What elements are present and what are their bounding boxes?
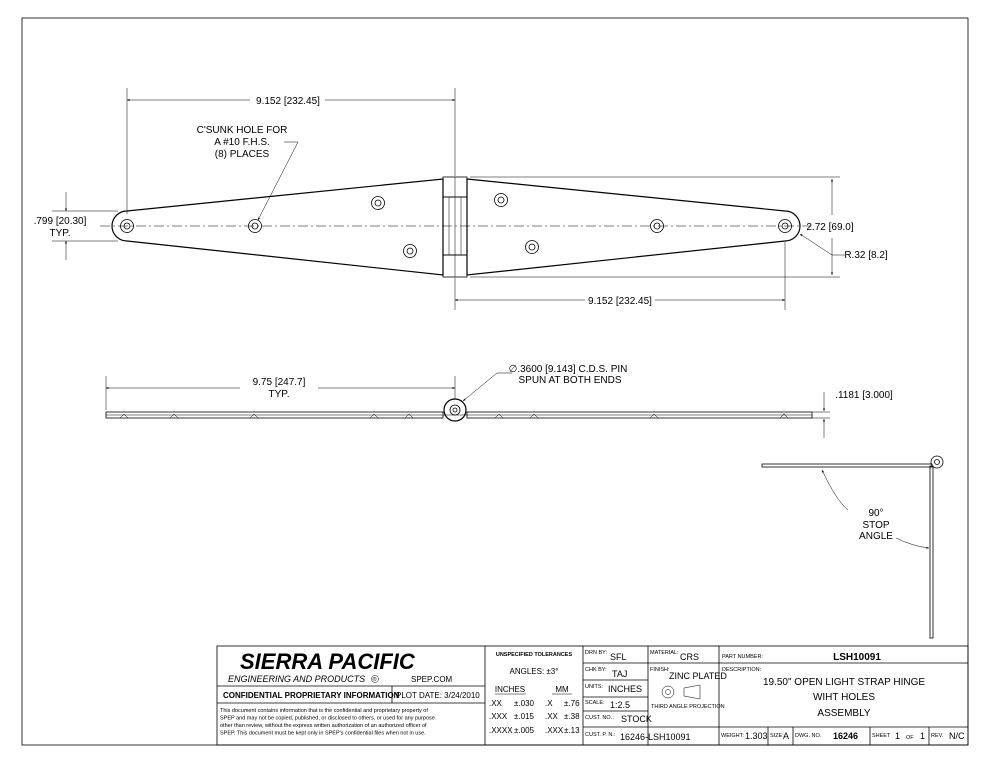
company-name: SIERRA PACIFIC — [240, 649, 416, 674]
title-block: SIERRA PACIFIC ENGINEERING AND PRODUCTS … — [216, 645, 969, 746]
cust-no-value: STOCK — [621, 714, 652, 724]
note-pin-line1: ∅.3600 [9.143] C.D.S. PIN — [509, 364, 628, 375]
company-website: SPEP.COM — [411, 675, 453, 684]
finish-label: FINISH: — [650, 667, 670, 673]
weight-value: 1.303 — [745, 731, 768, 741]
company-subtitle: ENGINEERING AND PRODUCTS — [228, 674, 365, 684]
weight-label: WEIGHT: — [721, 733, 744, 739]
rev-label: REV. — [931, 733, 944, 739]
dim-left-length: 9.152 [232.45] — [256, 96, 320, 107]
tol-mm-fmt-1: .X — [545, 699, 553, 708]
confidential-text-3: other than review, without the express w… — [220, 723, 427, 729]
note-stop-line1: 90° — [868, 508, 883, 519]
registered-mark: ® — [373, 676, 377, 683]
rev-value: N/C — [949, 731, 965, 741]
material-value: CRS — [680, 652, 699, 662]
dim-thickness: .1181 [3.000] — [835, 390, 893, 401]
hole-icon — [778, 219, 792, 233]
note-pin-line2: SPUN AT BOTH ENDS — [519, 375, 622, 386]
hole-icon — [650, 219, 664, 233]
tol-in-fmt-1: .XX — [489, 699, 503, 708]
tol-in-val-3: ±.005 — [514, 726, 535, 735]
units-label: UNITS: — [585, 684, 604, 690]
sheet-total: 1 — [920, 731, 925, 741]
projection-label: THIRD ANGLE PROJECTION — [651, 704, 725, 710]
size-value: A — [783, 731, 789, 741]
of-label: OF — [906, 735, 914, 741]
tol-in-fmt-3: .XXXX — [489, 726, 513, 735]
sheet-value: 1 — [895, 731, 900, 741]
pin-knuckle — [443, 398, 467, 422]
sheet-border — [21, 17, 969, 746]
tol-mm-val-1: ±.76 — [564, 699, 580, 708]
description-line-3: ASSEMBLY — [817, 708, 870, 719]
note-stop-line2: STOP — [862, 520, 889, 531]
finish-value: ZINC PLATED — [669, 671, 727, 681]
tol-mm-fmt-3: .XXX — [545, 726, 564, 735]
description-line-1: 19.50" OPEN LIGHT STRAP HINGE — [763, 677, 925, 688]
third-angle-projection-icon — [661, 684, 701, 700]
tol-mm-fmt-2: .XX — [545, 712, 559, 721]
chk-by: TAJ — [612, 669, 627, 679]
note-stop-line3: ANGLE — [859, 531, 893, 542]
hole-icon — [525, 240, 539, 254]
tolerances-title: UNSPECIFIED TOLERANCES — [496, 652, 573, 658]
hole-icon — [494, 193, 508, 207]
tol-in-val-1: ±.030 — [514, 699, 535, 708]
confidential-text-2: SPEP and may not be copied, published, o… — [220, 716, 435, 722]
material-label: MATERIAL: — [650, 650, 679, 656]
dim-right-length: 9.152 [232.45] — [588, 296, 652, 307]
top-view: 9.152 [232.45] C'SUNK HOLE FOR A #10 F.H… — [34, 88, 888, 310]
hole-icon — [371, 196, 385, 210]
tol-in-fmt-2: .XXX — [489, 712, 508, 721]
hole-icon — [403, 244, 417, 258]
dwg-no-label: DWG. NO. — [795, 733, 822, 739]
countersunk-holes — [120, 193, 792, 258]
tol-mm-val-3: ±.13 — [564, 726, 580, 735]
units-value: INCHES — [608, 684, 642, 694]
part-number-value: LSH10091 — [833, 652, 881, 663]
note-hole-line2: A #10 F.H.S. — [214, 137, 270, 148]
plot-date: PLOT DATE: 3/24/2010 — [396, 691, 480, 700]
tolerances-angles: ANGLES: ±3° — [510, 667, 559, 676]
description-line-2: WIHT HOLES — [813, 692, 875, 703]
part-number-label: PART NUMBER: — [722, 654, 763, 660]
confidential-text-1: This document contains information that … — [220, 708, 428, 714]
tol-mm-val-2: ±.38 — [564, 712, 580, 721]
chk-by-label: CHK BY: — [585, 667, 607, 673]
side-view: 9.75 [247.7] TYP. ∅.3600 [9.143] C.D.S. … — [105, 364, 893, 438]
cust-no-label: CUST. NO.: — [585, 715, 614, 721]
scale-value: 1:2.5 — [610, 700, 630, 710]
left-leaf-outline — [111, 178, 444, 276]
dim-side-length: 9.75 [247.7] — [253, 377, 306, 388]
tol-inches-header: INCHES — [495, 685, 525, 694]
hole-icon — [248, 219, 262, 233]
note-hole-line3: (8) PLACES — [215, 149, 270, 160]
right-leaf-outline — [466, 178, 801, 276]
dwg-no-value: 16246 — [833, 731, 858, 741]
tol-mm-header: MM — [555, 685, 569, 694]
scale-label: SCALE: — [585, 700, 605, 706]
dim-end-width-typ: TYP. — [50, 228, 71, 239]
cust-pn-label: CUST. P. N.: — [585, 732, 616, 738]
size-label: SIZE: — [770, 733, 784, 739]
tol-in-val-2: ±.015 — [514, 712, 535, 721]
dim-side-length-typ: TYP. — [269, 389, 290, 400]
dim-overall-width: 2.72 [69.0] — [806, 222, 853, 233]
note-hole-line1: C'SUNK HOLE FOR — [197, 125, 288, 136]
confidential-text-4: SPEP. This document must be kept only in… — [220, 731, 426, 737]
side-hole-marks — [119, 413, 789, 419]
confidential-title: CONFIDENTIAL PROPRIETARY INFORMATION — [223, 691, 400, 700]
drn-by: SFL — [610, 652, 627, 662]
hole-icon — [120, 219, 134, 233]
sheet-label: SHEET — [872, 733, 891, 739]
dim-end-width: .799 [20.30] — [34, 216, 87, 227]
drn-by-label: DRN BY: — [585, 650, 607, 656]
dim-end-radius: R.32 [8.2] — [844, 250, 888, 261]
description-label: DESCRIPTION: — [722, 667, 762, 673]
stop-angle-view: 90° STOP ANGLE — [761, 455, 944, 639]
cust-pn-value: 16246-LSH10091 — [620, 732, 691, 742]
